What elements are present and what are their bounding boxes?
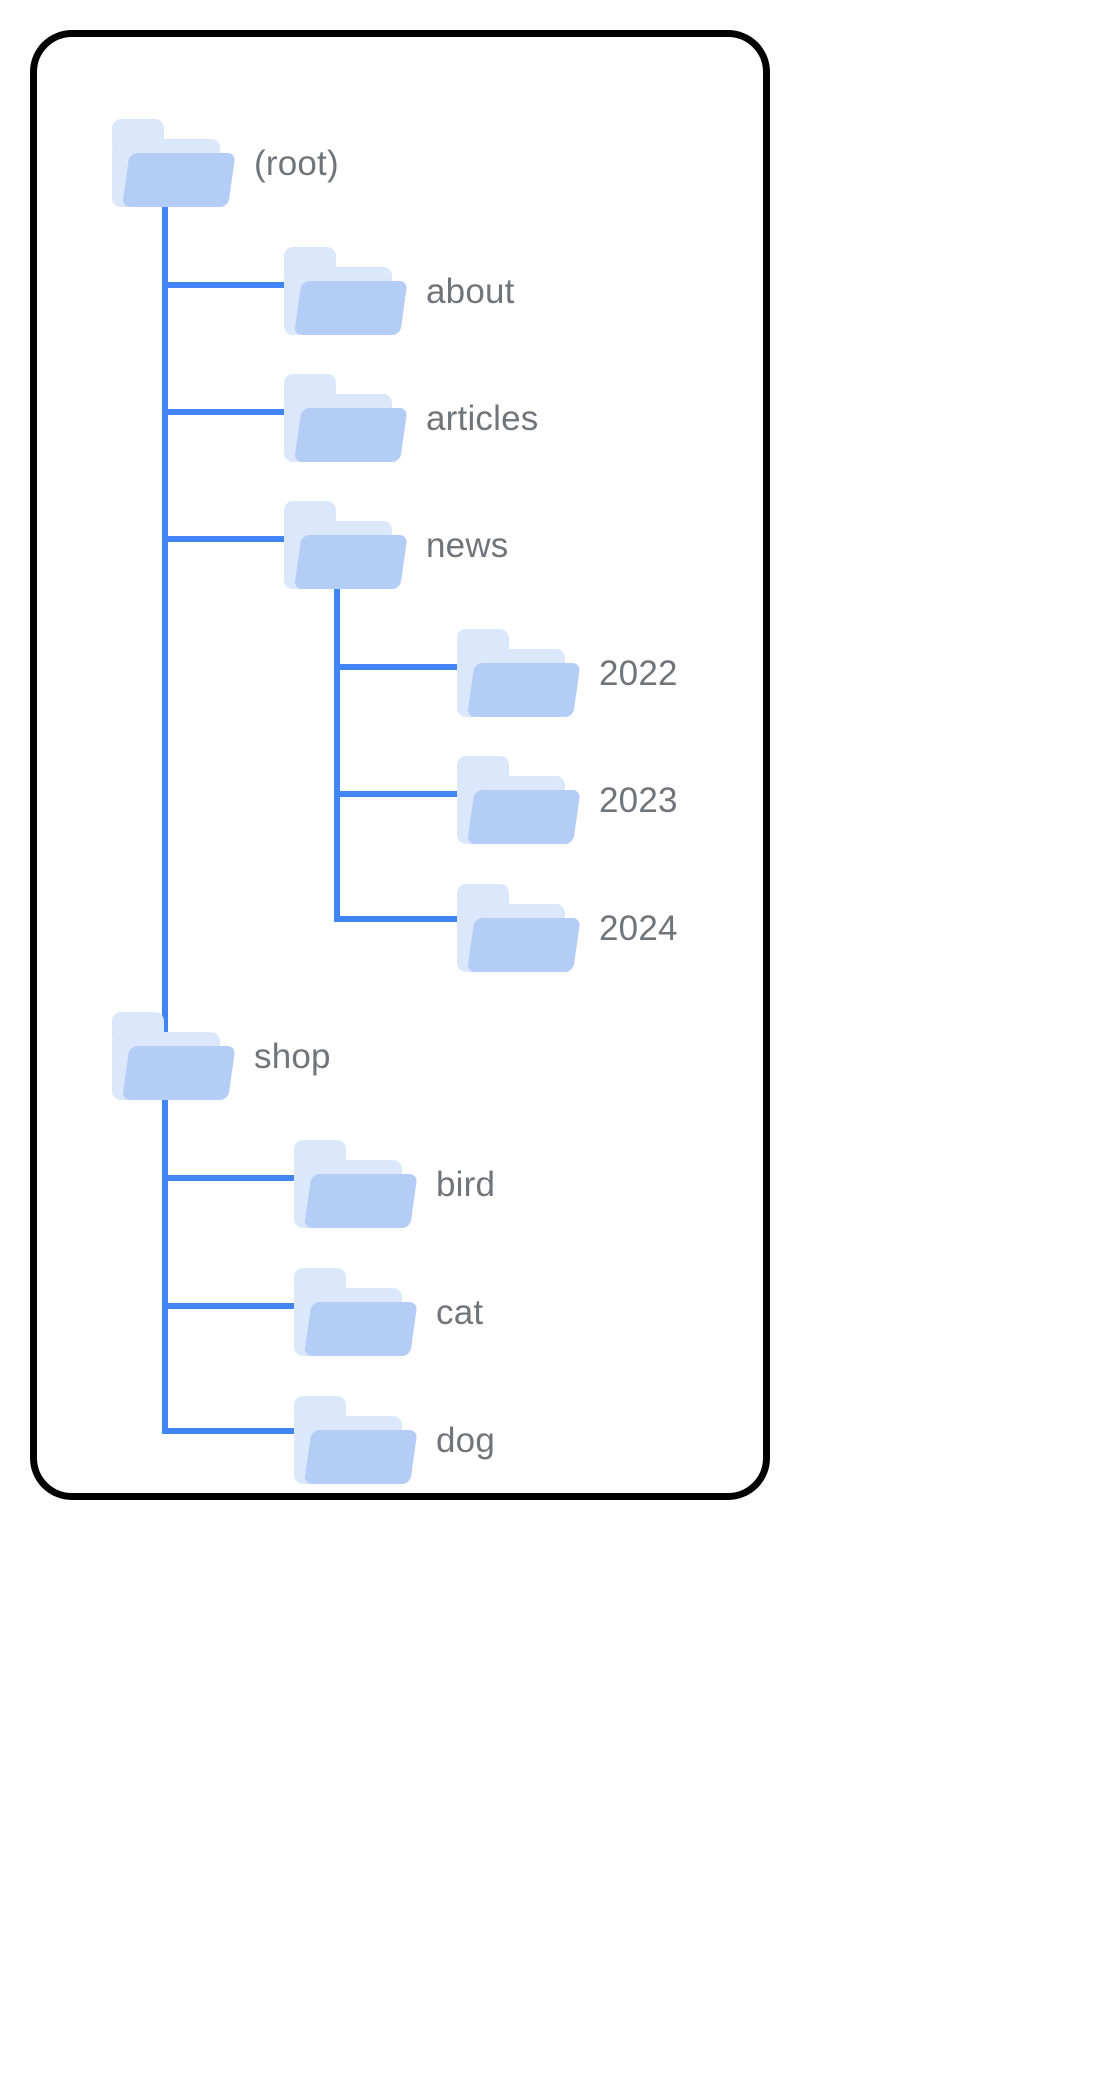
tree-node-2022[interactable]: 2022 bbox=[457, 629, 678, 717]
tree-node-dog[interactable]: dog bbox=[294, 1396, 495, 1484]
folder-icon-front bbox=[294, 535, 408, 589]
folder-icon bbox=[284, 374, 408, 462]
connector-shop-bird bbox=[162, 1175, 297, 1181]
tree-node-label: 2024 bbox=[599, 908, 678, 948]
tree-node-label: (root) bbox=[254, 143, 339, 183]
folder-icon-front bbox=[304, 1302, 418, 1356]
folder-icon bbox=[112, 119, 236, 207]
folder-icon bbox=[294, 1140, 418, 1228]
folder-icon-front bbox=[122, 153, 236, 207]
connector-news-2022 bbox=[334, 664, 460, 670]
tree-node-label: 2023 bbox=[599, 780, 678, 820]
connector-news-2024 bbox=[334, 916, 460, 922]
folder-icon bbox=[112, 1012, 236, 1100]
folder-icon bbox=[457, 756, 581, 844]
tree-node-label: articles bbox=[426, 398, 539, 438]
folder-icon bbox=[284, 501, 408, 589]
tree-node-label: news bbox=[426, 525, 509, 565]
tree-node-shop[interactable]: shop bbox=[112, 1012, 331, 1100]
tree-node-2023[interactable]: 2023 bbox=[457, 756, 678, 844]
folder-icon-front bbox=[294, 408, 408, 462]
connector-root-news bbox=[162, 536, 287, 542]
connector-shop-cat bbox=[162, 1303, 297, 1309]
tree-node-about[interactable]: about bbox=[284, 247, 515, 335]
connector-shop-trunk bbox=[162, 1017, 168, 1431]
folder-icon bbox=[457, 629, 581, 717]
folder-icon bbox=[284, 247, 408, 335]
folder-icon-front bbox=[467, 663, 581, 717]
tree-node-articles[interactable]: articles bbox=[284, 374, 538, 462]
tree-node-2024[interactable]: 2024 bbox=[457, 884, 678, 972]
folder-icon bbox=[294, 1396, 418, 1484]
connector-root-articles bbox=[162, 409, 287, 415]
connector-root-trunk bbox=[162, 187, 168, 1017]
folder-tree-canvas: (root) about articles news 2022 2023 2024 shop b… bbox=[37, 37, 763, 1493]
folder-icon-front bbox=[122, 1046, 236, 1100]
connector-root-about bbox=[162, 282, 287, 288]
tree-node-label: about bbox=[426, 271, 515, 311]
tree-node-label: cat bbox=[436, 1292, 484, 1332]
folder-icon-front bbox=[294, 281, 408, 335]
tree-node-bird[interactable]: bird bbox=[294, 1140, 495, 1228]
folder-icon-front bbox=[467, 918, 581, 972]
tree-node-news[interactable]: news bbox=[284, 501, 509, 589]
tree-node-label: dog bbox=[436, 1420, 495, 1460]
tree-node-label: 2022 bbox=[599, 653, 678, 693]
diagram-card: (root) about articles news 2022 2023 2024 shop b… bbox=[30, 30, 770, 1500]
connector-news-trunk bbox=[334, 569, 340, 922]
tree-node-label: shop bbox=[254, 1036, 331, 1076]
folder-icon-front bbox=[467, 790, 581, 844]
folder-icon bbox=[294, 1268, 418, 1356]
tree-node-cat[interactable]: cat bbox=[294, 1268, 483, 1356]
tree-node-label: bird bbox=[436, 1164, 496, 1204]
connector-news-2023 bbox=[334, 791, 460, 797]
tree-node-root[interactable]: (root) bbox=[112, 119, 339, 207]
folder-icon bbox=[457, 884, 581, 972]
folder-icon-front bbox=[304, 1430, 418, 1484]
connector-shop-dog bbox=[162, 1428, 297, 1434]
folder-icon-front bbox=[304, 1174, 418, 1228]
